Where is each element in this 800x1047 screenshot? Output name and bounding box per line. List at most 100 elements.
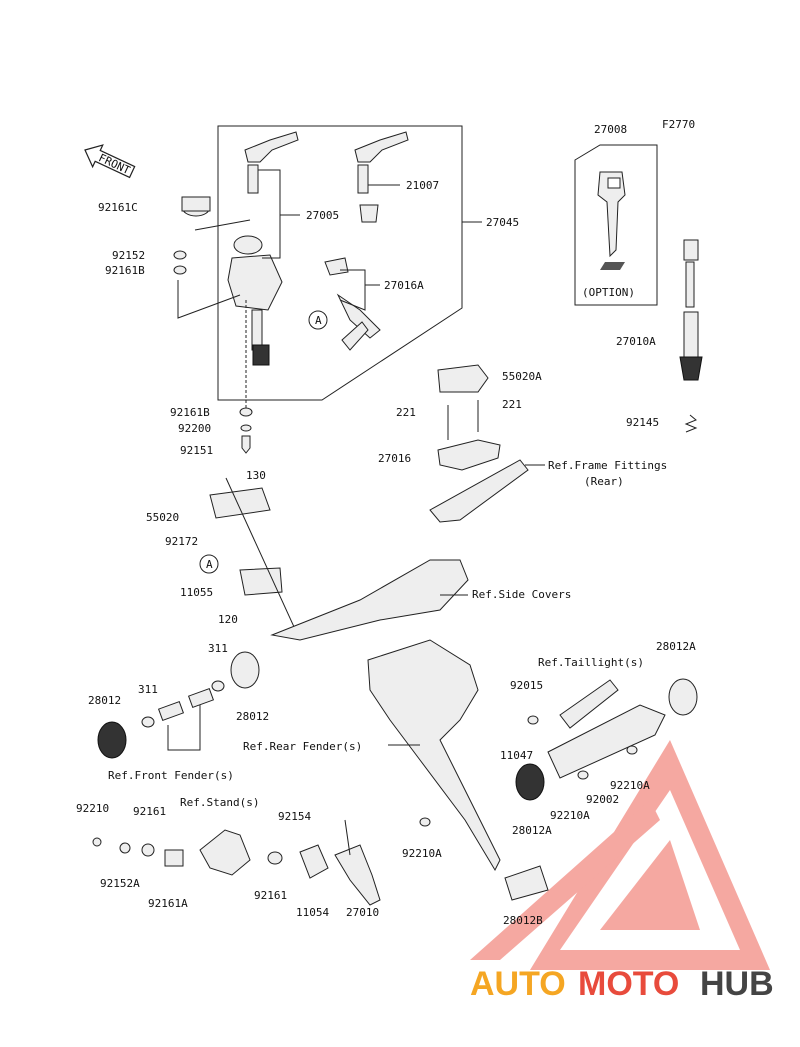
label-92161b-2: 92161B [170,406,210,419]
label-27010: 27010 [346,906,379,919]
spacer-right [187,687,215,709]
front-arrow-label: FRONT [97,151,133,177]
label-92161a: 92161A [148,897,188,910]
label-ref-side: Ref.Side Covers [472,588,571,601]
label-92145: 92145 [626,416,659,429]
leader-27016a [339,269,366,311]
rear-fender [367,639,501,872]
leader-27005 [258,169,281,259]
bracket-11047 [547,704,666,779]
label-311b: 311 [138,683,158,696]
label-27008: 27008 [594,123,627,136]
label-130: 130 [246,469,266,482]
reflector-28012a-bottom [515,763,545,801]
label-ref-frame-rear: (Rear) [584,475,624,488]
assembly-line-2 [225,477,301,641]
label-92210: 92210 [76,802,109,815]
label-ref-taillight: Ref.Taillight(s) [538,656,644,669]
label-ref-a-2: A [206,558,213,571]
washer-92161b-2 [239,407,253,417]
label-27005: 27005 [306,209,339,222]
label-92161: 92161 [133,805,166,818]
reflector-28012-right [230,651,260,689]
label-55020: 55020 [146,511,179,524]
reflector-28012a-top [668,678,698,716]
label-221b: 221 [502,398,522,411]
watermark-part-2: MOTO [578,965,679,1003]
cap-92161c-body [181,196,211,212]
bracket-11054 [299,844,329,879]
label-ref-stand: Ref.Stand(s) [180,796,259,809]
label-ref-frame: Ref.Frame Fittings [548,459,667,472]
front-arrow: FRONT [84,144,136,179]
cap-92161a [164,849,184,867]
side-cover [270,559,469,641]
label-ref-rear-fender: Ref.Rear Fender(s) [243,740,362,753]
label-221a: 221 [396,406,416,419]
spacer-left [157,700,185,722]
washer-92152 [173,250,187,260]
key-set-outline [217,125,463,401]
label-28012a-top: 28012A [656,640,696,653]
nut-92210a-mid [577,770,589,780]
option-key [597,171,626,270]
label-option: (OPTION) [582,286,635,299]
nut-311-left [141,716,155,728]
watermark-part-3: HUB [700,965,774,1003]
label-11055: 11055 [180,586,213,599]
label-92154: 92154 [278,810,311,823]
switch-wire [344,819,351,856]
nut-92210 [92,837,102,847]
label-311a: 311 [208,642,228,655]
watermark-part-1: AUTO [470,965,566,1003]
label-92210a-l: 92210A [402,847,442,860]
label-28012b: 28012 [236,710,269,723]
watermark-text: AUTO MOTO HUB [470,965,774,1003]
washer-92161-b [267,851,283,865]
label-ref-front-fender: Ref.Front Fender(s) [108,769,234,782]
leader-front-fender [167,705,201,751]
keys-21007 [354,131,409,223]
switch-27010 [334,844,381,906]
reflector-28012-left [97,721,127,759]
washer-92152a [119,842,131,854]
label-92015: 92015 [510,679,543,692]
bolt-92151 [241,435,251,454]
nut-92210a-right [626,745,638,755]
label-92002: 92002 [586,793,619,806]
watermark-logo [470,740,770,970]
label-ref-a-1: A [315,314,322,327]
label-27016a: 27016A [384,279,424,292]
bracket-55020a [437,364,489,393]
ref-a-circle-1 [308,310,328,330]
label-92151: 92151 [180,444,213,457]
label-11047: 11047 [500,749,533,762]
reflector-28012b [504,865,549,901]
label-92172: 92172 [165,535,198,548]
label-55020a: 55020A [502,370,542,383]
leader-washer [177,280,241,319]
nut-311-right [211,680,225,692]
label-28012a-b: 28012A [512,824,552,837]
label-28012b-label: 28012B [503,914,543,927]
label-27010a: 27010A [616,335,656,348]
label-92152a: 92152A [100,877,140,890]
label-92210a-r: 92210A [610,779,650,792]
nut-92210a-left [419,817,431,827]
label-92161c: 92161C [98,201,138,214]
nut-92015 [527,715,539,725]
lock-27016a [324,257,381,351]
figure-code: F2770 [662,118,695,131]
washer-92161b [173,265,187,275]
taillight-ref [559,679,619,729]
label-11054: 11054 [296,906,329,919]
label-27045: 27045 [486,216,519,229]
label-92152: 92152 [112,249,145,262]
bracket-55020 [209,487,271,519]
ignition-switch [227,235,283,366]
option-key-box [574,144,658,306]
label-28012a: 28012 [88,694,121,707]
label-92200: 92200 [178,422,211,435]
leader-cap [194,219,251,231]
label-21007: 21007 [406,179,439,192]
